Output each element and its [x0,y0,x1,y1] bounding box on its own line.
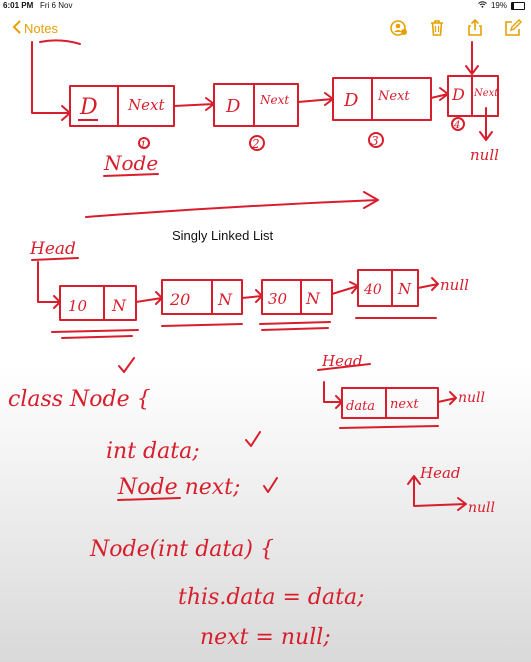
code-line-assign-data: this.data = data; [178,585,364,610]
battery-icon [511,1,525,10]
list-node-10 [59,285,137,321]
status-date: Fri 6 Nov [40,1,73,10]
head-label-2: Head [321,352,363,370]
head-null-arrow [413,477,467,511]
toolbar [389,18,523,38]
node-40-value: 40 [363,282,382,298]
tick-1 [118,357,135,373]
node-2-next: Next [259,93,289,107]
chevron-left-icon [12,20,21,37]
status-right: 19% [478,1,525,10]
compose-icon [505,19,522,36]
null-label-3: null [458,390,485,406]
top-left-pointer-line [31,41,71,121]
share-icon [468,18,482,36]
battery-percent: 19% [490,1,507,10]
delete-button[interactable] [427,18,447,38]
node-20-next: N [217,290,233,309]
trash-icon [431,20,443,36]
node-4-data: D [451,85,465,104]
top-right-pointer [465,41,479,75]
node-1-data: D [79,95,98,120]
node-2-data: D [225,96,241,117]
node-label: Node [103,151,158,175]
compose-button[interactable] [503,18,523,38]
data-next-node [341,387,439,419]
top-left-scribble [39,39,81,45]
node-10-value: 10 [68,297,88,315]
collaborate-icon [390,20,407,36]
node-2-index: 2 [251,137,260,151]
node-1-next: Next [127,96,165,114]
node-40-next: N [397,280,412,298]
node-30-next: N [305,289,321,308]
back-button[interactable]: Notes [12,20,58,37]
status-bar: 6:01 PM Fri 6 Nov 19% [0,0,531,12]
node-3-data: D [343,90,359,111]
code-line-next-null: next = null; [200,625,331,650]
node-4-next: Next [473,88,499,99]
tick-2 [245,431,261,447]
node-underline [103,173,159,177]
collaborate-button[interactable] [389,18,409,38]
node-10-next: N [111,296,127,315]
head-label-1: Head [29,239,76,259]
long-arrow [85,191,379,218]
back-button-label: Notes [24,21,58,36]
code-line-int-data: int data; [106,439,200,464]
node-3-index: 3 [371,134,379,148]
null-pointer-1 [479,107,493,141]
code-line-constructor: Node(int data) { [89,537,274,562]
list-node-30 [261,279,333,315]
share-button[interactable] [465,18,485,38]
status-time: 6:01 PM [3,1,34,10]
node-3-next: Next [377,89,410,104]
code-line-class: class Node { [8,387,151,412]
node-20-value: 20 [169,290,190,309]
node-box-2 [213,83,299,127]
head-pointer-line [37,261,61,309]
node-4-index: 4 [453,120,460,131]
null-label-1: null [470,146,499,164]
wifi-icon [478,1,487,10]
head-label-3: Head [419,464,461,482]
node-next-underline [117,497,181,501]
next-label: next [390,397,419,412]
head-pointer-2 [323,381,343,409]
null-label-2: null [440,276,469,294]
tick-3 [263,477,278,493]
node-30-value: 30 [268,290,288,308]
caption-text: Singly Linked List [172,228,274,243]
node-1-index: 1 [140,140,146,151]
data-label: data [346,399,375,414]
nav-bar: Notes [0,14,531,42]
code-line-node-next: Node next; [117,475,240,500]
null-label-4: null [468,500,495,516]
